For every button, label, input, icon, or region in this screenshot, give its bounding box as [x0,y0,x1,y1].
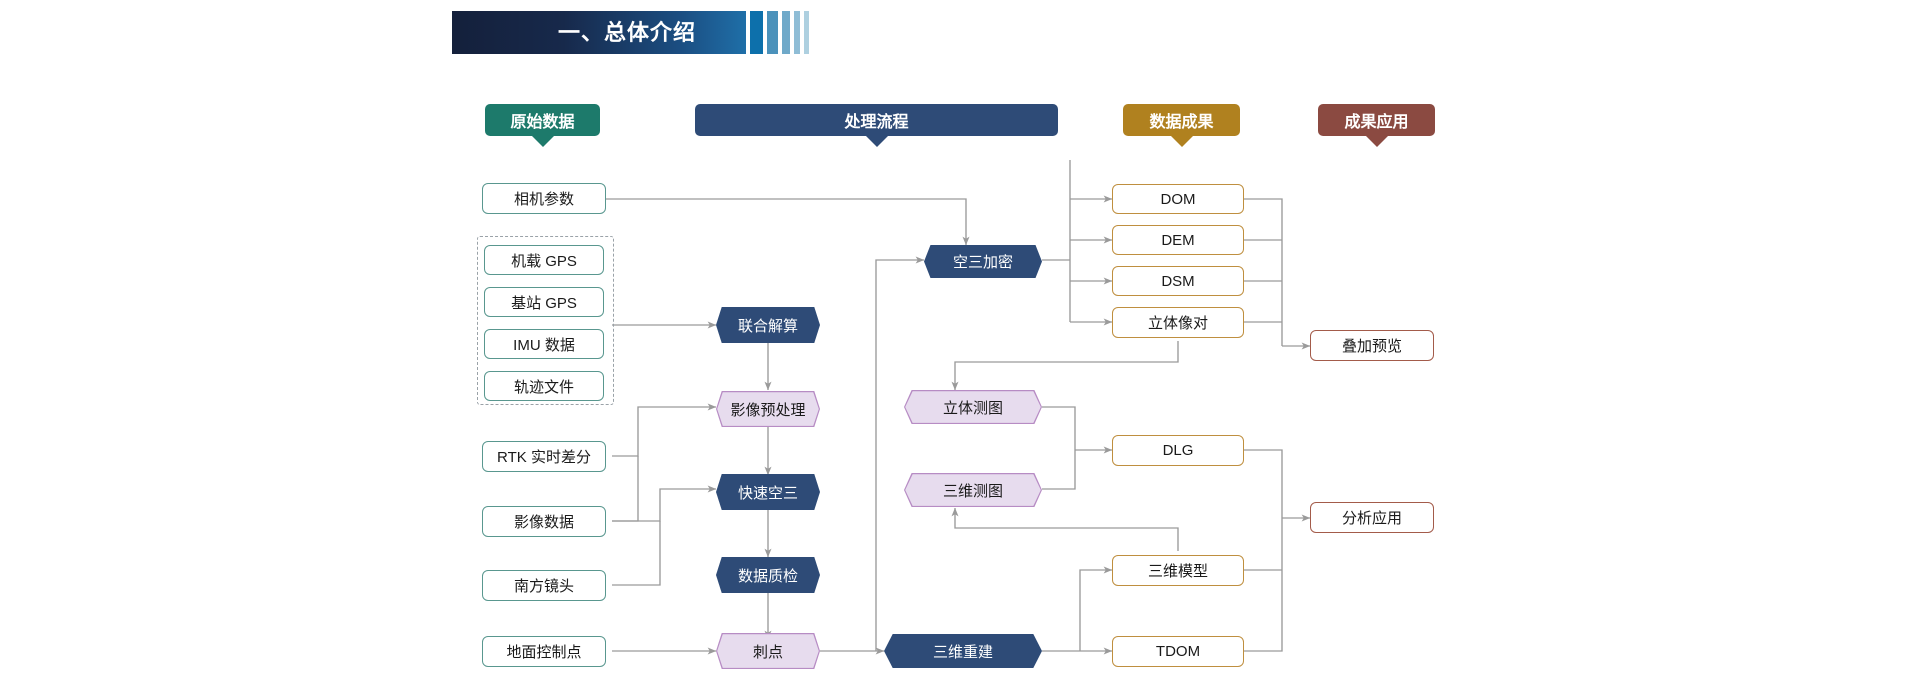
gnss-data-group [477,236,614,405]
chip-tail-icon [865,136,888,147]
source-node-label: 相机参数 [513,191,574,208]
result-node-3d-model[interactable]: 三维模型 [1112,555,1244,586]
column-header-raw-data: 原始数据 [485,104,600,147]
application-node-label: 分析应用 [1341,510,1402,527]
process-node-label: 数据质检 [737,567,798,585]
process-node-stereo-mapping[interactable]: 立体测图 [904,390,1042,424]
process-node-3d-reconstruction[interactable]: 三维重建 [884,634,1042,668]
process-node-joint-solution[interactable]: 联合解算 [716,307,820,343]
process-node-image-preprocess[interactable]: 影像预处理 [716,391,820,427]
hex-fill: 影像预处理 [717,392,819,426]
source-node-label: 地面控制点 [506,644,582,661]
source-node-ground-control-points[interactable]: 地面控制点 [482,636,606,667]
application-node-analysis[interactable]: 分析应用 [1310,502,1434,533]
result-node-dom[interactable]: DOM [1112,184,1244,214]
process-node-label: 三维重建 [932,643,993,661]
chip-tail-icon [1170,136,1193,147]
process-node-label: 立体测图 [942,399,1003,417]
result-node-stereo-pair[interactable]: 立体像对 [1112,307,1244,338]
chip-tail-icon [1365,136,1388,147]
hex-fill: 刺点 [717,634,819,668]
column-header-process-label: 处理流程 [844,114,909,131]
result-node-label: 立体像对 [1147,315,1208,332]
source-node-onboard-gps[interactable]: 机载 GPS [484,245,604,275]
section-banner: 一、总体介绍 [452,11,746,54]
column-header-raw-data-label: 原始数据 [510,114,575,131]
banner-stripe-1 [750,11,763,54]
source-node-trajectory-file[interactable]: 轨迹文件 [484,371,604,401]
source-node-label: RTK 实时差分 [497,449,591,466]
process-node-label: 快速空三 [737,484,798,502]
source-node-rtk[interactable]: RTK 实时差分 [482,441,606,472]
hex-fill: 三维测图 [905,474,1041,506]
process-node-data-quality-check[interactable]: 数据质检 [716,557,820,593]
banner-stripe-decoration [750,11,809,54]
process-node-label: 三维测图 [942,482,1003,500]
source-node-label: IMU 数据 [513,336,575,354]
banner-stripe-3 [782,11,790,54]
banner-stripe-4 [794,11,800,54]
source-node-label: 南方镜头 [513,578,574,595]
source-node-image-data[interactable]: 影像数据 [482,506,606,537]
result-node-dlg[interactable]: DLG [1112,435,1244,466]
source-node-label: 基站 GPS [511,294,577,312]
process-node-aerotriangulation[interactable]: 空三加密 [924,245,1042,278]
banner-stripe-2 [767,11,778,54]
column-header-process: 处理流程 [695,104,1058,147]
result-node-label: 三维模型 [1147,563,1208,580]
hex-fill: 立体测图 [905,391,1041,423]
source-node-label: 机载 GPS [511,252,577,270]
source-node-base-gps[interactable]: 基站 GPS [484,287,604,317]
source-node-southern-lens[interactable]: 南方镜头 [482,570,606,601]
process-node-label: 刺点 [752,643,783,661]
result-node-label: DSM [1161,272,1195,290]
result-node-dsm[interactable]: DSM [1112,266,1244,296]
result-node-tdom[interactable]: TDOM [1112,636,1244,667]
process-node-3d-mapping[interactable]: 三维测图 [904,473,1042,507]
source-node-camera-params[interactable]: 相机参数 [482,183,606,214]
process-node-label: 空三加密 [952,254,1013,271]
column-header-application-label: 成果应用 [1344,114,1409,131]
application-node-overlay-preview[interactable]: 叠加预览 [1310,330,1434,361]
result-node-label: DOM [1160,190,1196,208]
column-header-result: 数据成果 [1123,104,1240,147]
result-node-label: TDOM [1155,643,1201,660]
source-node-imu-data[interactable]: IMU 数据 [484,329,604,359]
process-node-fast-aerotriangulation[interactable]: 快速空三 [716,474,820,510]
process-node-point-marking[interactable]: 刺点 [716,633,820,669]
application-node-label: 叠加预览 [1341,338,1402,355]
source-node-label: 轨迹文件 [513,378,574,396]
chip-tail-icon [531,136,554,147]
banner-stripe-5 [804,11,809,54]
process-node-label: 联合解算 [737,317,798,335]
column-header-result-label: 数据成果 [1149,114,1214,131]
result-node-label: DLG [1162,442,1194,459]
result-node-label: DEM [1161,231,1195,249]
column-header-application: 成果应用 [1318,104,1435,147]
result-node-dem[interactable]: DEM [1112,225,1244,255]
source-node-label: 影像数据 [513,514,574,531]
page-title: 一、总体介绍 [557,19,696,45]
process-node-label: 影像预处理 [730,401,806,419]
